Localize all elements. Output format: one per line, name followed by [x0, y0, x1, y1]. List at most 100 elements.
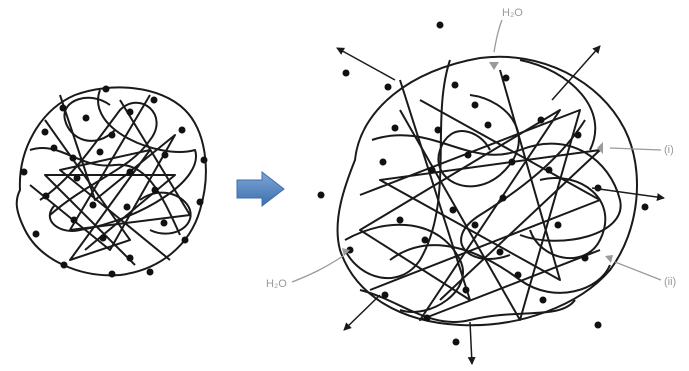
- particle: [200, 156, 208, 164]
- particle: [594, 321, 602, 329]
- particle: [484, 121, 492, 129]
- particle: [178, 126, 186, 134]
- particle: [514, 271, 522, 279]
- collapsed-particles: [20, 85, 208, 278]
- network-loop: [69, 94, 191, 231]
- particle: [317, 191, 325, 199]
- particle: [160, 219, 168, 227]
- particle: [554, 221, 562, 229]
- particle: [69, 154, 77, 162]
- particle: [32, 230, 40, 238]
- network-loop: [344, 223, 464, 313]
- particle: [451, 81, 459, 89]
- particle: [436, 21, 444, 29]
- network-loop: [389, 244, 611, 294]
- particle: [641, 203, 649, 211]
- label-leaders: [291, 19, 662, 283]
- expansion-arrow: [343, 294, 381, 331]
- particle: [464, 151, 472, 159]
- particle: [581, 254, 589, 262]
- particle: [434, 126, 442, 134]
- leader-tips: [342, 62, 613, 263]
- particle: [574, 131, 582, 139]
- collapsed-network: [15, 86, 207, 277]
- particle: [20, 168, 28, 176]
- particle: [181, 236, 189, 244]
- particle: [123, 203, 131, 211]
- right-upper-label: (i): [664, 144, 674, 156]
- particle: [102, 85, 110, 93]
- expansion-arrow: [591, 187, 665, 201]
- network-loop: [359, 109, 581, 321]
- particle: [502, 74, 510, 82]
- network-loop: [336, 55, 638, 327]
- particle: [108, 131, 116, 139]
- particle: [196, 198, 204, 206]
- swollen-network: [336, 55, 638, 327]
- particle: [471, 101, 479, 109]
- network-loop: [48, 89, 198, 232]
- particle: [462, 286, 470, 294]
- particle: [146, 268, 154, 276]
- right-lower-label: (ii): [664, 276, 677, 288]
- particle: [396, 216, 404, 224]
- leader-line: [291, 255, 344, 283]
- network-loop: [371, 134, 622, 242]
- particle: [59, 104, 67, 112]
- network-loop: [39, 101, 158, 216]
- leader-tip: [605, 255, 613, 263]
- particle: [421, 236, 429, 244]
- particle: [449, 206, 457, 214]
- particle: [384, 83, 392, 91]
- particle: [41, 128, 49, 136]
- expansion-arrows: [336, 45, 665, 365]
- particle: [50, 144, 58, 152]
- particle: [379, 158, 387, 166]
- particle: [70, 216, 78, 224]
- particle: [73, 174, 81, 182]
- expansion-arrow: [551, 45, 601, 101]
- network-loop: [379, 69, 601, 301]
- leader-tip: [342, 248, 350, 256]
- particle: [381, 291, 389, 299]
- particle: [126, 168, 134, 176]
- particle: [471, 221, 479, 229]
- network-loop: [460, 119, 586, 260]
- particle: [423, 314, 431, 322]
- leader-line: [493, 19, 503, 53]
- h2o-top-label: H₂O: [502, 7, 523, 19]
- particle: [126, 254, 134, 262]
- particle: [151, 186, 159, 194]
- leader-tip: [597, 142, 603, 154]
- h2o-left-label: H₂O: [266, 278, 287, 290]
- particle: [161, 151, 169, 159]
- particle: [342, 69, 350, 77]
- particle: [82, 114, 90, 122]
- leader-line: [609, 147, 662, 151]
- particle: [89, 201, 97, 209]
- particle: [537, 116, 545, 124]
- particle: [96, 148, 104, 156]
- particle: [108, 270, 116, 278]
- network-loop: [139, 191, 192, 235]
- particle: [391, 124, 399, 132]
- network-loop: [529, 177, 607, 259]
- network-loop: [63, 96, 116, 142]
- particle: [99, 234, 107, 242]
- network-loop: [44, 174, 176, 266]
- network-loop: [359, 289, 576, 323]
- particle: [126, 108, 134, 116]
- particle: [545, 166, 553, 174]
- expansion-arrow: [336, 47, 396, 81]
- network-loop: [519, 59, 597, 151]
- network-loop: [15, 86, 207, 277]
- particle: [428, 166, 436, 174]
- particle: [496, 248, 504, 256]
- expansion-arrow: [467, 321, 476, 365]
- network-loop: [437, 94, 520, 188]
- right-arrow-icon: [236, 170, 285, 208]
- network-loop: [369, 99, 601, 291]
- particle: [508, 158, 516, 166]
- particle: [539, 296, 547, 304]
